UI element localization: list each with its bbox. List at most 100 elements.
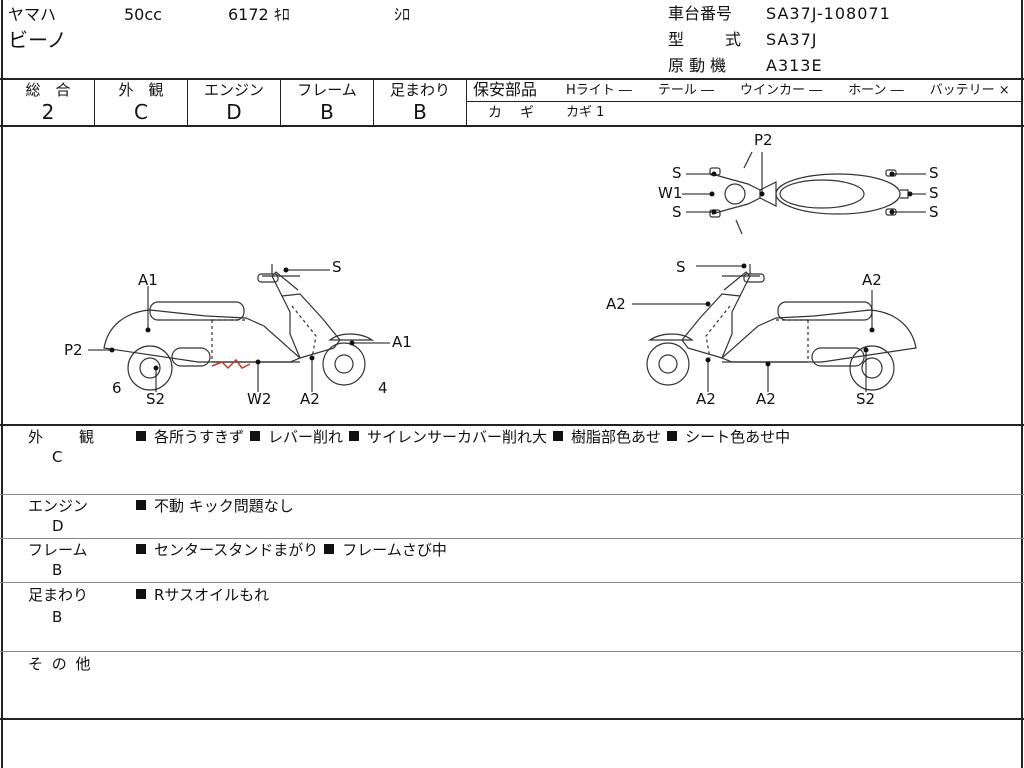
grade-overall-value: 2 [41,100,55,124]
remark-item: 各所うすきず [154,428,245,446]
grade-engine: エンジン D [188,80,280,124]
damage-code-label: P2 [754,131,773,149]
damage-code-label: A2 [300,390,320,408]
remarks-divider [0,494,1024,495]
scooter-left-view [103,264,374,391]
remarks-other-label: そ の 他 [28,655,93,673]
remarks-divider [0,538,1024,539]
damage-code-label: S [929,184,939,202]
grade-divider [373,79,374,125]
grade-exterior-label: 外 観 [118,81,164,99]
grade-engine-value: D [226,100,242,124]
remarks-suspension-label: 足まわり [28,586,89,604]
remarks-engine-label: エンジン [28,497,89,515]
remark-item: サイレンサーカバー削れ大 [367,428,548,446]
damage-code-label: W2 [247,390,272,408]
safety-parts-items: Hライト ― テール ― ウインカー ― ホーン ― バッテリー × [566,83,1010,98]
remarks-engine-notes: 不動 キック問題なし [136,499,300,514]
damage-code-label: S [672,203,682,221]
bullet-square-icon [553,431,564,441]
key-label: カ ギ [488,105,536,121]
remark-item: センタースタンドまがり [154,541,319,559]
body-color: ｼﾛ [394,5,411,24]
grade-frame-label: フレーム [297,81,357,99]
displacement: 50cc [124,5,162,24]
bullet-square-icon [136,544,146,554]
grade-row-bottom-line [0,125,1024,127]
damage-code-label: S [672,164,682,182]
remark-item: 不動 キック問題なし [154,497,294,515]
damage-code-label: S [929,164,939,182]
grade-divider [280,79,281,125]
frame-number-value: SA37J-108071 [766,4,891,23]
bullet-square-icon [324,544,335,554]
frame-left-border [1,0,3,768]
remarks-suspension-grade: B [52,608,63,626]
frame-right-border [1021,0,1023,768]
header-divider [0,78,1024,80]
remarks-exterior-notes: 各所うすきず レバー削れ サイレンサーカバー削れ大 樹脂部色あせ シート色あせ中 [136,430,796,445]
model-type-label: 型 式 [668,30,745,49]
damage-code-label: 6 [112,379,122,397]
remark-item: Rサスオイルもれ [154,586,270,604]
grade-suspension-value: B [413,100,427,124]
damage-code-label: S2 [146,390,166,408]
remarks-frame-grade: B [52,561,63,579]
remark-item: レバー削れ [268,428,344,446]
damage-code-label: P2 [64,341,83,359]
damage-code-label: S [332,258,342,276]
safety-parts-label: 保安部品 [473,80,538,99]
bullet-square-icon [250,431,261,441]
remarks-bottom-line [0,718,1024,720]
engine-model-value: A313E [766,56,823,75]
scooter-top-view [709,151,909,235]
grade-overall: 総 合 2 [2,80,94,124]
remarks-divider [0,651,1024,652]
remarks-frame-label: フレーム [28,541,88,559]
frame-number-label: 車台番号 [668,4,733,23]
damage-code-label: A2 [862,271,882,289]
mileage: 6172 ｷﾛ [228,5,290,24]
grade-engine-label: エンジン [203,81,264,99]
damage-code-label: A1 [392,333,412,351]
damage-code-label: S2 [856,390,876,408]
remarks-suspension-notes: Rサスオイルもれ [136,588,275,603]
maker-name: ヤマハ [8,5,57,24]
remarks-exterior-grade: C [52,448,63,466]
remark-item: フレームさび中 [342,541,447,559]
grade-exterior: 外 観 C [95,80,187,124]
key-count: カギ 1 [566,105,605,120]
grade-divider [466,79,467,125]
remark-item: 樹脂部色あせ [571,428,662,446]
remarks-divider [0,582,1024,583]
bullet-square-icon [667,431,678,441]
grade-suspension: 足まわり B [374,80,466,124]
damage-code-label: A1 [138,271,158,289]
damage-code-label: 4 [378,379,388,397]
bullet-square-icon [136,589,146,599]
damage-code-label: A2 [756,390,776,408]
remarks-engine-grade: D [52,517,64,535]
damage-code-label: A2 [696,390,716,408]
grade-frame: フレーム B [281,80,373,124]
bullet-square-icon [136,431,146,441]
grade-divider [187,79,188,125]
damage-mark-squiggle [211,358,251,370]
damage-code-label: A2 [606,295,626,313]
damage-code-label: S [929,203,939,221]
diagram-bottom-line [0,424,1024,426]
damage-code-label: S [676,258,686,276]
remark-item: シート色あせ中 [685,428,791,446]
remarks-exterior-label: 外 観 [28,428,97,446]
grade-overall-label: 総 合 [25,81,71,99]
model-name: ビーノ [8,28,67,52]
grade-divider [94,79,95,125]
damage-diagram [88,151,926,392]
safety-divider [467,101,1022,102]
grade-suspension-label: 足まわり [389,81,450,99]
bullet-square-icon [136,500,146,510]
remarks-frame-notes: センタースタンドまがり フレームさび中 [136,543,453,558]
damage-code-label: W1 [658,184,683,202]
model-type-value: SA37J [766,30,818,49]
